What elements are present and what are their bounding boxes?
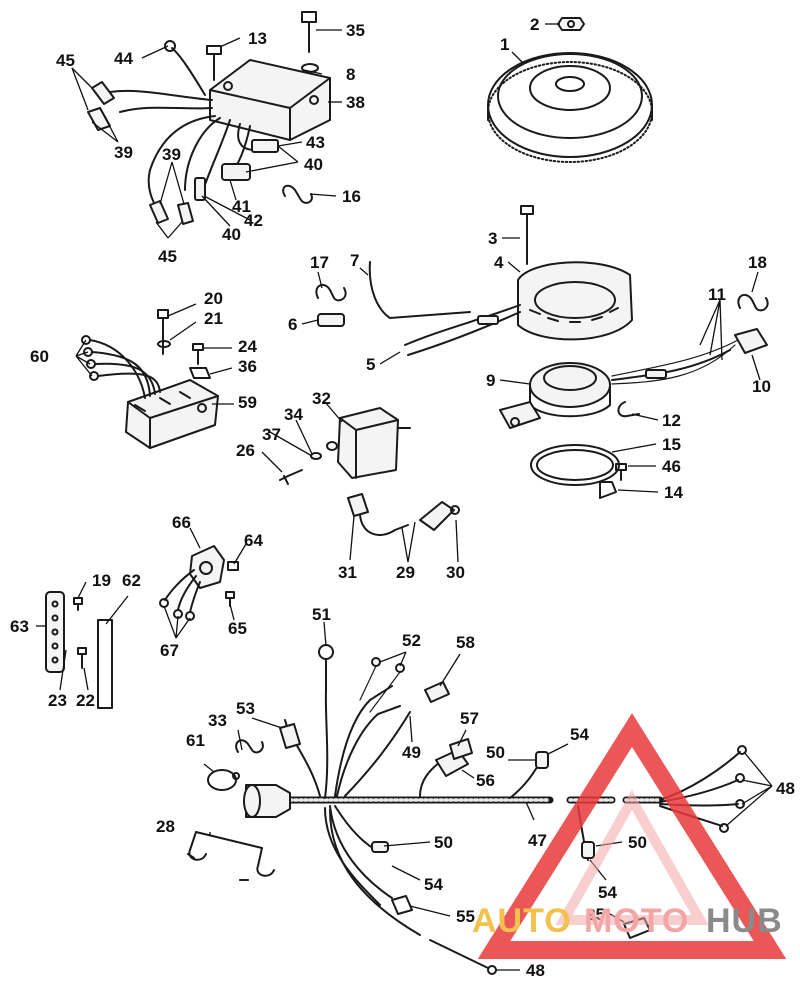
callout-38: 38 [346, 93, 365, 112]
callout-26: 26 [236, 441, 255, 460]
callout-20: 20 [204, 289, 223, 308]
callout-28: 28 [156, 817, 175, 836]
callout-39-right: 39 [162, 145, 181, 164]
callout-54-top: 54 [570, 725, 589, 744]
callout-18: 18 [748, 253, 767, 272]
callout-4: 4 [494, 253, 504, 272]
callout-61: 61 [186, 731, 205, 750]
callout-67: 67 [160, 641, 179, 660]
callout-7: 7 [350, 251, 359, 270]
automotohub-watermark: AUTO MOTO HUB [472, 713, 787, 959]
callout-49: 49 [402, 743, 421, 762]
callout-46: 46 [662, 457, 681, 476]
callout-48-bottom: 48 [526, 961, 545, 980]
callout-8: 8 [346, 65, 355, 84]
callout-6: 6 [288, 315, 297, 334]
callout-11: 11 [708, 285, 726, 304]
callout-60: 60 [30, 347, 49, 366]
callout-1: 1 [500, 35, 509, 54]
rectifier-and-terminal-block [45, 545, 239, 709]
callout-35: 35 [346, 21, 365, 40]
callout-52: 52 [402, 631, 421, 650]
callout-56: 56 [476, 771, 495, 790]
callout-21: 21 [204, 309, 223, 328]
callout-24: 24 [238, 337, 257, 356]
callout-53: 53 [236, 699, 255, 718]
leader-lines [36, 23, 773, 971]
power-pack-assembly [87, 11, 331, 225]
callout-10: 10 [752, 377, 771, 396]
flywheel [487, 17, 653, 163]
callout-54-right: 54 [598, 883, 617, 902]
callout-59: 59 [238, 393, 257, 412]
callout-47: 47 [528, 831, 547, 850]
callout-63: 63 [10, 617, 29, 636]
callout-16: 16 [342, 187, 361, 206]
callout-51: 51 [312, 605, 331, 624]
callout-36: 36 [238, 357, 257, 376]
callout-44: 44 [114, 49, 133, 68]
callout-34: 34 [284, 405, 303, 424]
callout-40-lower: 40 [222, 225, 241, 244]
callout-64: 64 [244, 531, 263, 550]
callout-22: 22 [76, 691, 95, 710]
callout-50-left: 50 [434, 833, 453, 852]
callout-55: 55 [456, 907, 475, 926]
callout-labels: 2 1 3 4 5 6 7 8 9 10 11 12 13 14 15 16 1… [10, 15, 795, 980]
callout-29: 29 [396, 563, 415, 582]
callout-5: 5 [366, 355, 375, 374]
callout-14: 14 [664, 483, 683, 502]
callout-65: 65 [228, 619, 247, 638]
callout-17: 17 [310, 253, 329, 272]
callout-45-lower: 45 [158, 247, 177, 266]
watermark-triangle-outer [477, 713, 787, 959]
callout-19: 19 [92, 571, 111, 590]
callout-41: 41 [232, 197, 251, 216]
callout-42: 42 [244, 211, 263, 230]
callout-13: 13 [248, 29, 267, 48]
wiring-harness [187, 644, 747, 975]
callout-48-right: 48 [776, 779, 795, 798]
callout-45-upper: 45 [56, 51, 75, 70]
watermark-text-auto: AUTO [472, 902, 572, 940]
callout-37: 37 [262, 425, 281, 444]
cd-module-assembly [81, 309, 219, 449]
callout-3: 3 [488, 229, 497, 248]
callout-54-left: 54 [424, 875, 443, 894]
watermark-triangle-inner [555, 789, 709, 925]
callout-32: 32 [312, 389, 331, 408]
callout-40-upper: 40 [304, 155, 323, 174]
ignition-coil [279, 407, 460, 536]
callout-50-center: 50 [486, 743, 505, 762]
callout-58: 58 [456, 633, 475, 652]
callout-30: 30 [446, 563, 465, 582]
callout-43: 43 [306, 133, 325, 152]
callout-31: 31 [338, 563, 357, 582]
callout-57: 57 [460, 709, 479, 728]
callout-39-left: 39 [114, 143, 133, 162]
stator-and-timer-base [315, 205, 769, 499]
callout-62: 62 [122, 571, 141, 590]
callout-2: 2 [530, 15, 539, 34]
watermark-text-hub: HUB [706, 902, 783, 940]
watermark-text-moto: MOTO [584, 902, 689, 940]
callout-66: 66 [172, 513, 191, 532]
callout-9: 9 [486, 371, 495, 390]
callout-23: 23 [48, 691, 67, 710]
callout-12: 12 [662, 411, 681, 430]
callout-15: 15 [662, 435, 681, 454]
callout-33: 33 [208, 711, 227, 730]
callout-50-right: 50 [628, 833, 647, 852]
